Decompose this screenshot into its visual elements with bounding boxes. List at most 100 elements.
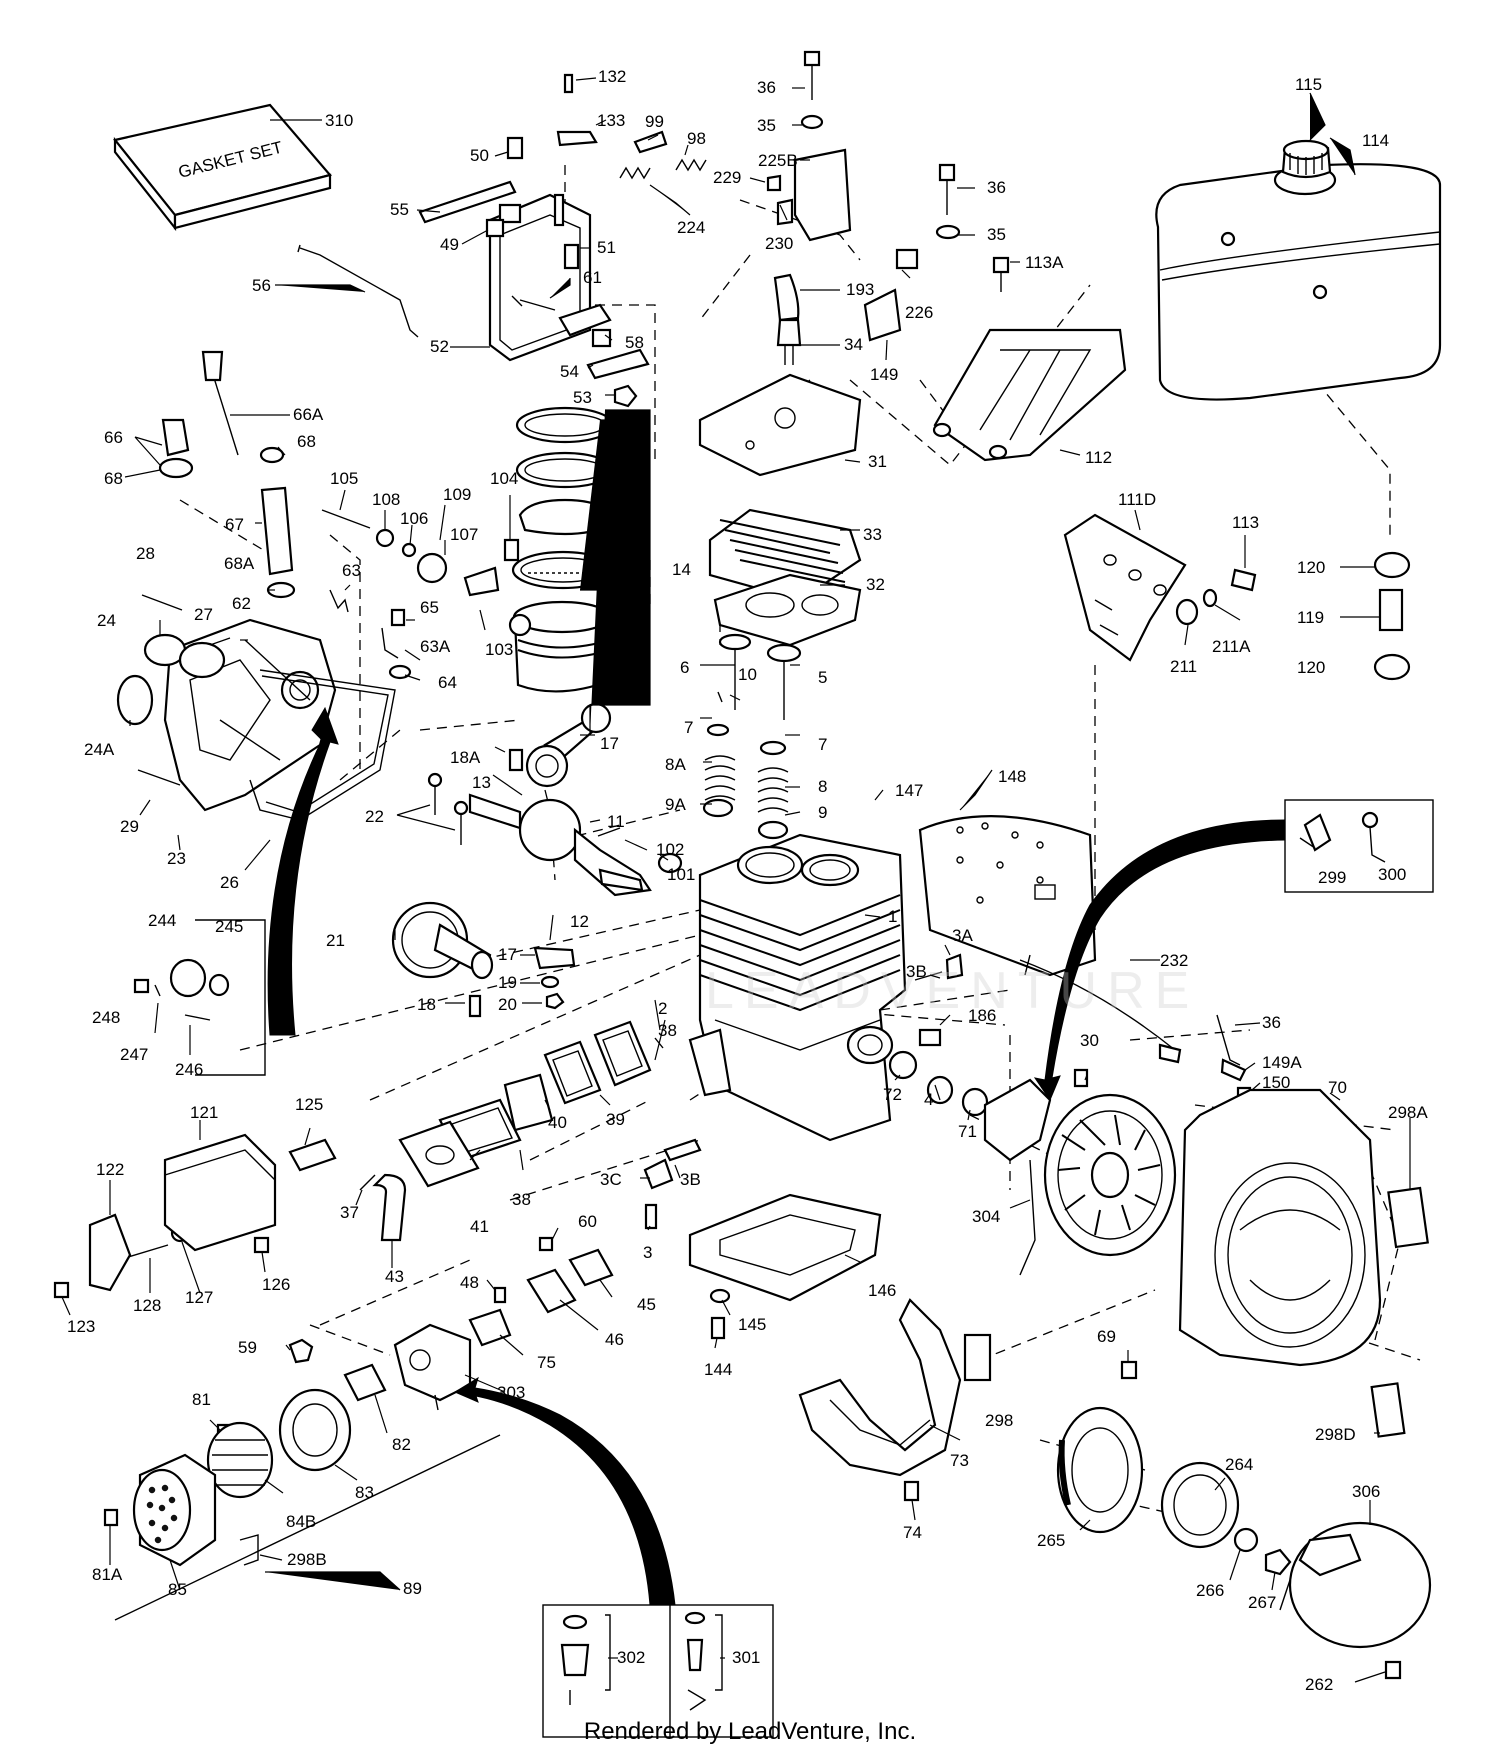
callout-72: 72 [883,1085,902,1104]
callout-98: 98 [687,129,706,148]
callout-225b: 225B [758,151,798,170]
callout-114: 114 [1362,131,1389,150]
callout-58: 58 [625,333,644,352]
callout-109: 109 [443,485,471,504]
callout-70: 70 [1328,1078,1347,1097]
callout-186: 186 [968,1006,996,1025]
callout-84b: 84B [286,1512,316,1531]
callout-144: 144 [704,1360,732,1379]
callout-41: 41 [470,1217,489,1236]
callout-83: 83 [355,1483,374,1502]
callout-10: 10 [738,665,757,684]
callout-56: 56 [252,276,271,295]
callout-99: 99 [645,112,664,131]
callout-31: 31 [868,452,887,471]
callout-150: 150 [1262,1073,1290,1092]
callout-24a: 24A [84,740,115,759]
callout-15: 15 [622,488,641,507]
callout-75: 75 [537,1353,556,1372]
assembly-arrows [267,706,1286,1606]
callout-247: 247 [120,1045,148,1064]
callout-37: 37 [340,1203,359,1222]
callout-3a: 3A [952,926,973,945]
callout-123: 123 [67,1317,95,1336]
callout-6: 6 [680,658,689,677]
callout-3b-b: 3B [680,1170,701,1189]
callout-145: 145 [738,1315,766,1334]
callout-67: 67 [225,515,244,534]
inset-governor-box [133,919,266,1076]
callout-128: 128 [133,1296,161,1315]
callout-49: 49 [440,235,459,254]
callout-8: 8 [818,777,827,796]
carburetor [343,1248,614,1411]
callout-306: 306 [1352,1482,1380,1501]
callout-52: 52 [430,337,449,356]
callout-74: 74 [903,1523,922,1542]
governor-link-parts [297,180,522,338]
callout-30: 30 [1080,1031,1099,1050]
callout-193: 193 [846,280,874,299]
callout-299: 299 [1318,868,1346,887]
crankcase-cover [116,618,396,821]
callout-121: 121 [190,1103,218,1122]
callout-148: 148 [998,767,1026,786]
callout-68a: 68A [224,554,255,573]
callout-5: 5 [818,668,827,687]
callout-113: 113 [1232,513,1259,532]
callout-55: 55 [390,200,409,219]
fuel-tank [1155,139,1442,401]
callout-32: 32 [866,575,885,594]
callout-211a: 211A [1212,637,1251,656]
callout-23: 23 [167,849,186,868]
callout-101: 101 [667,865,695,884]
callout-246: 246 [175,1060,203,1079]
callout-265: 265 [1037,1531,1065,1550]
callout-244: 244 [148,911,176,930]
blower-housing [1178,1088,1382,1367]
cylinder-baffle [698,373,862,477]
footer-credit: Rendered by LeadVenture, Inc. [583,1718,917,1745]
callout-64: 64 [438,673,457,692]
gasket-set-box: GASKET SET [113,103,332,232]
callout-9: 9 [818,803,827,822]
callout-45: 45 [637,1295,656,1314]
callout-303: 303 [497,1383,525,1402]
callout-120-b: 120 [1297,658,1325,677]
callout-111d: 111D [1118,490,1156,509]
leader-lines [61,77,1411,1683]
callout-22: 22 [365,807,384,826]
callout-38: 38 [658,1021,677,1040]
callout-69: 69 [1097,1327,1116,1346]
callout-33: 33 [863,525,882,544]
callout-103: 103 [485,640,513,659]
callout-264: 264 [1225,1455,1253,1474]
breather-cover [488,193,612,362]
callout-9a: 9A [665,795,686,814]
callout-224: 224 [677,218,705,237]
callout-3c: 3C [600,1170,622,1189]
callout-48: 48 [460,1273,479,1292]
callout-266: 266 [1196,1581,1224,1600]
callout-65: 65 [420,598,439,617]
small-hardware [53,50,1429,1680]
muffler [88,1133,277,1292]
callout-81: 81 [192,1390,211,1409]
callout-304: 304 [972,1207,1000,1226]
callout-2: 2 [658,999,667,1018]
callout-298b: 298B [287,1550,327,1569]
callout-28: 28 [136,544,155,563]
callout-132: 132 [598,67,626,86]
crankshaft [468,793,652,897]
callout-21: 21 [326,931,345,950]
callout-54: 54 [560,362,579,381]
callout-112: 112 [1085,448,1112,467]
callout-34: 34 [844,335,863,354]
callout-36-c: 36 [1262,1013,1281,1032]
callout-46: 46 [605,1330,624,1349]
callout-11: 11 [607,812,625,831]
callout-127: 127 [185,1288,213,1307]
flywheel [983,954,1182,1276]
callout-38-b: 38 [512,1190,531,1209]
callout-63a: 63A [420,637,451,656]
